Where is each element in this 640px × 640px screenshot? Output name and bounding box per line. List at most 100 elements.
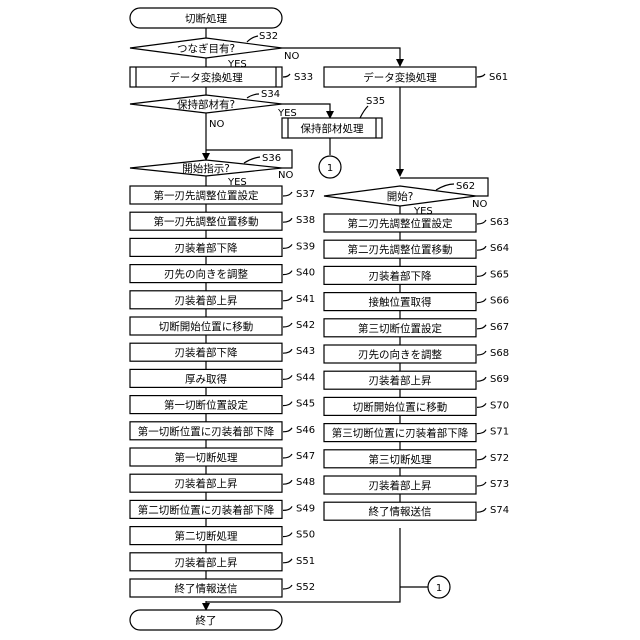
connector-1-upper-label: 1 — [327, 163, 333, 174]
right-step-label-s63: 第二刃先調整位置設定 — [348, 217, 453, 230]
left-step-leader-s52 — [283, 585, 292, 589]
right-step-label-s69: 刃装着部上昇 — [369, 374, 432, 387]
right-step-step-s71: S71 — [490, 427, 509, 438]
left-step-label-s44: 厚み取得 — [185, 373, 227, 385]
connector-1-lower-label: 1 — [436, 583, 442, 594]
right-step-leader-s64 — [477, 246, 486, 250]
left-step-label-s43: 刃装着部下降 — [175, 346, 238, 359]
left-step-label-s39: 刃装着部下降 — [175, 241, 238, 254]
left-step-step-s48: S48 — [296, 477, 315, 488]
left-step-step-s46: S46 — [296, 425, 315, 436]
left-step-step-s50: S50 — [296, 530, 315, 541]
left-step-step-s49: S49 — [296, 503, 315, 514]
decision-s32-no: NO — [284, 51, 299, 62]
left-step-label-s46: 第一切断位置に刃装着部下降 — [138, 425, 275, 438]
right-step-leader-s67 — [477, 325, 486, 329]
left-step-label-s42: 切断開始位置に移動 — [159, 320, 254, 333]
right-step-step-s64: S64 — [490, 243, 509, 254]
right-step-leader-s69 — [477, 377, 486, 381]
right-step-leader-s72 — [477, 456, 486, 460]
right-step-step-s65: S65 — [490, 269, 509, 280]
left-step-step-s39: S39 — [296, 241, 315, 252]
right-step-leader-s73 — [477, 482, 486, 486]
right-step-step-s72: S72 — [490, 453, 509, 464]
left-step-step-s44: S44 — [296, 372, 315, 383]
right-step-leader-s66 — [477, 299, 486, 303]
right-step-label-s67: 第三切断位置設定 — [358, 322, 442, 335]
left-step-step-s51: S51 — [296, 556, 315, 567]
right-step-label-s66: 接触位置取得 — [369, 296, 432, 309]
left-step-leader-s37 — [283, 192, 292, 196]
right-step-column: 第二刃先調整位置設定S63第二刃先調整位置移動S64刃装着部下降S65接触位置取… — [324, 214, 509, 520]
left-step-step-s41: S41 — [296, 294, 315, 305]
process-s61-label: データ変換処理 — [363, 71, 437, 84]
left-step-leader-s50 — [283, 533, 292, 537]
right-step-label-s71: 第三切断位置に刃装着部下降 — [332, 427, 469, 440]
left-step-label-s37: 第一刃先調整位置設定 — [154, 189, 259, 202]
right-step-step-s73: S73 — [490, 479, 509, 490]
start-terminal-label: 切断処理 — [185, 12, 227, 25]
right-step-leader-s74 — [477, 508, 486, 512]
left-step-step-s37: S37 — [296, 189, 315, 200]
left-step-step-s42: S42 — [296, 320, 315, 331]
right-step-leader-s70 — [477, 403, 486, 407]
left-step-label-s49: 第二切断位置に刃装着部下降 — [138, 503, 275, 516]
decision-s62-no: NO — [472, 199, 487, 210]
right-step-leader-s71 — [477, 430, 486, 434]
decision-s34-no: NO — [209, 119, 224, 130]
left-step-label-s51: 刃装着部上昇 — [175, 556, 238, 569]
left-step-leader-s41 — [283, 297, 292, 301]
left-step-step-s38: S38 — [296, 215, 315, 226]
left-step-label-s52: 終了情報送信 — [175, 582, 238, 595]
left-step-leader-s43 — [283, 349, 292, 353]
process-s33-step: S33 — [294, 72, 313, 83]
left-step-leader-s51 — [283, 559, 292, 563]
right-step-label-s72: 第三切断処理 — [369, 453, 432, 466]
decision-s32-label: つなぎ目有? — [177, 42, 235, 55]
right-step-step-s74: S74 — [490, 505, 509, 516]
right-step-leader-s65 — [477, 272, 486, 276]
left-step-label-s41: 刃装着部上昇 — [175, 294, 238, 307]
left-step-leader-s48 — [283, 480, 292, 484]
left-step-leader-s44 — [283, 375, 292, 379]
left-step-leader-s40 — [283, 271, 292, 275]
left-step-label-s48: 刃装着部上昇 — [175, 477, 238, 490]
left-step-step-s47: S47 — [296, 451, 315, 462]
left-step-step-s52: S52 — [296, 582, 315, 593]
decision-s62-step: S62 — [456, 181, 475, 192]
right-step-step-s70: S70 — [490, 400, 509, 411]
left-step-label-s45: 第一切断位置設定 — [164, 399, 248, 412]
right-step-label-s73: 刃装着部上昇 — [369, 479, 432, 492]
right-step-label-s68: 刃先の向きを調整 — [358, 348, 442, 361]
right-step-step-s67: S67 — [490, 322, 509, 333]
decision-s32-step: S32 — [259, 31, 278, 42]
process-s61-step: S61 — [489, 72, 508, 83]
right-step-label-s70: 切断開始位置に移動 — [353, 400, 448, 413]
decision-s34-yes: YES — [277, 108, 297, 119]
left-step-leader-s38 — [283, 218, 292, 222]
left-step-label-s50: 第二切断処理 — [175, 530, 238, 543]
right-step-label-s64: 第二刃先調整位置移動 — [348, 243, 453, 256]
process-s35-label: 保持部材処理 — [301, 122, 364, 135]
left-step-leader-s49 — [283, 506, 292, 510]
left-step-label-s38: 第一刃先調整位置移動 — [154, 215, 259, 228]
decision-s62-label: 開始? — [387, 190, 414, 203]
right-step-step-s66: S66 — [490, 296, 509, 307]
right-step-leader-s63 — [477, 220, 486, 224]
process-s35-step: S35 — [366, 96, 385, 107]
left-step-leader-s39 — [283, 244, 292, 248]
decision-s34-label: 保持部材有? — [177, 98, 235, 111]
left-step-label-s47: 第一切断処理 — [175, 451, 238, 464]
left-step-leader-s42 — [283, 323, 292, 327]
left-step-step-s40: S40 — [296, 268, 315, 279]
left-step-label-s40: 刃先の向きを調整 — [164, 268, 248, 281]
decision-s36-step: S36 — [262, 153, 281, 164]
right-step-leader-s68 — [477, 351, 486, 355]
right-step-step-s63: S63 — [490, 217, 509, 228]
decision-s36-no: NO — [278, 170, 293, 181]
left-step-leader-s46 — [283, 428, 292, 432]
decision-s36-label: 開始指示? — [182, 162, 230, 175]
end-terminal-label: 終了 — [196, 614, 217, 627]
